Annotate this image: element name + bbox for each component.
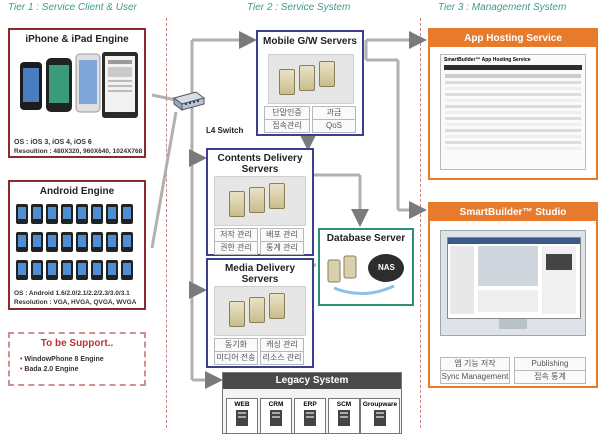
cds-cell-permission: 권한 관리 [214, 241, 258, 255]
iphone-engine-box: iPhone & iPad Engine OS : iOS 3, iOS 4, … [8, 28, 146, 158]
nas-label: NAS [378, 263, 395, 272]
smartbuilder-title: SmartBuilder™ Studio [430, 204, 596, 221]
l4-switch-label: L4 Switch [206, 126, 244, 135]
smartbuilder-studio-box: SmartBuilder™ Studio 앱 기능 저작 Publishing … [428, 202, 598, 388]
gw-cell-connection: 접속관리 [264, 119, 310, 133]
database-server-illustration [327, 254, 404, 295]
legacy-item-scm: SCM [328, 398, 360, 434]
tier1-label: Tier 1 : Service Client & User [8, 2, 137, 13]
mds-cell-sync: 동기화 [214, 338, 258, 352]
tier2-divider [420, 18, 421, 428]
mds-cell-resource: 리소스 관리 [260, 351, 304, 365]
to-be-supported-title: To be Support.. [40, 338, 114, 349]
support-item-bada: • Bada 2.0 Engine [20, 366, 79, 373]
contents-server-rack [214, 176, 306, 226]
database-server-box: Database Server NAS [318, 228, 414, 306]
mobile-gw-servers-box: Mobile G/W Servers 단말인증 과금 접속관리 QoS [256, 30, 364, 136]
legacy-system-title: Legacy System [223, 373, 401, 389]
cds-cell-statistics: 통계 관리 [260, 241, 304, 255]
media-delivery-box: Media Delivery Servers 동기화 캐싱 관리 미디어 전송 … [206, 258, 314, 368]
iphone-resolution: Resoultion : 480X320, 960X640, 1024X768 [14, 148, 143, 155]
media-server-rack [214, 286, 306, 336]
l4-switch-icon [172, 90, 206, 112]
tier1-divider [166, 18, 167, 428]
sb-cell-sync-management: Sync Management [440, 370, 510, 384]
gw-cell-auth: 단말인증 [264, 106, 310, 120]
iphone-ipad-devices-image [20, 52, 138, 118]
to-be-supported-box: To be Support.. • WindowPhone 8 Engine •… [8, 332, 146, 386]
sb-cell-app-authoring: 앱 기능 저작 [440, 357, 510, 371]
contents-delivery-title: Contents Delivery Servers [217, 153, 303, 175]
database-server-title: Database Server [326, 233, 406, 244]
cds-cell-distribution: 배포 관리 [260, 228, 304, 242]
tier3-label: Tier 3 : Management System [438, 2, 567, 13]
android-resolution: Resolution : VGA, HVGA, QVGA, WVGA [14, 299, 137, 306]
gw-cell-billing: 과금 [312, 106, 356, 120]
legacy-item-erp: ERP [294, 398, 326, 434]
android-engine-box: Android Engine [8, 180, 146, 310]
android-engine-title: Android Engine [39, 186, 115, 197]
gw-cell-qos: QoS [312, 119, 356, 133]
support-item-windowphone: • WindowPhone 8 Engine [20, 356, 104, 363]
app-hosting-screenshot: SmartBuilder™ App Hosting Service [440, 54, 586, 170]
iphone-engine-title: iPhone & iPad Engine [25, 34, 129, 45]
media-delivery-title: Media Delivery Servers [224, 263, 296, 285]
legacy-item-groupware: Groupware [360, 398, 400, 434]
smartbuilder-monitor-image [440, 230, 586, 336]
legacy-item-crm: CRM [260, 398, 292, 434]
mds-cell-caching: 캐싱 관리 [260, 338, 304, 352]
app-hosting-title: App Hosting Service [430, 30, 596, 47]
sb-cell-access-stats: 접속 통계 [514, 370, 586, 384]
mds-cell-media-transfer: 미디어 전송 [214, 351, 258, 365]
mobile-gw-server-rack [268, 54, 354, 104]
app-hosting-service-box: App Hosting Service SmartBuilder™ App Ho… [428, 28, 598, 180]
mobile-gw-title: Mobile G/W Servers [263, 36, 357, 47]
tier2-label: Tier 2 : Service System [247, 2, 351, 13]
contents-delivery-box: Contents Delivery Servers 저작 관리 배포 관리 권한… [206, 148, 314, 256]
android-os: OS : Android 1.6/2.0/2.1/2.2/2.3/3.0/3.1 [14, 290, 130, 297]
cds-cell-authoring: 저작 관리 [214, 228, 258, 242]
iphone-os: OS : iOS 3, iOS 4, iOS 6 [14, 139, 92, 146]
sb-cell-publishing: Publishing [514, 357, 586, 371]
android-devices-image [16, 204, 133, 280]
legacy-item-web: WEB [226, 398, 258, 434]
